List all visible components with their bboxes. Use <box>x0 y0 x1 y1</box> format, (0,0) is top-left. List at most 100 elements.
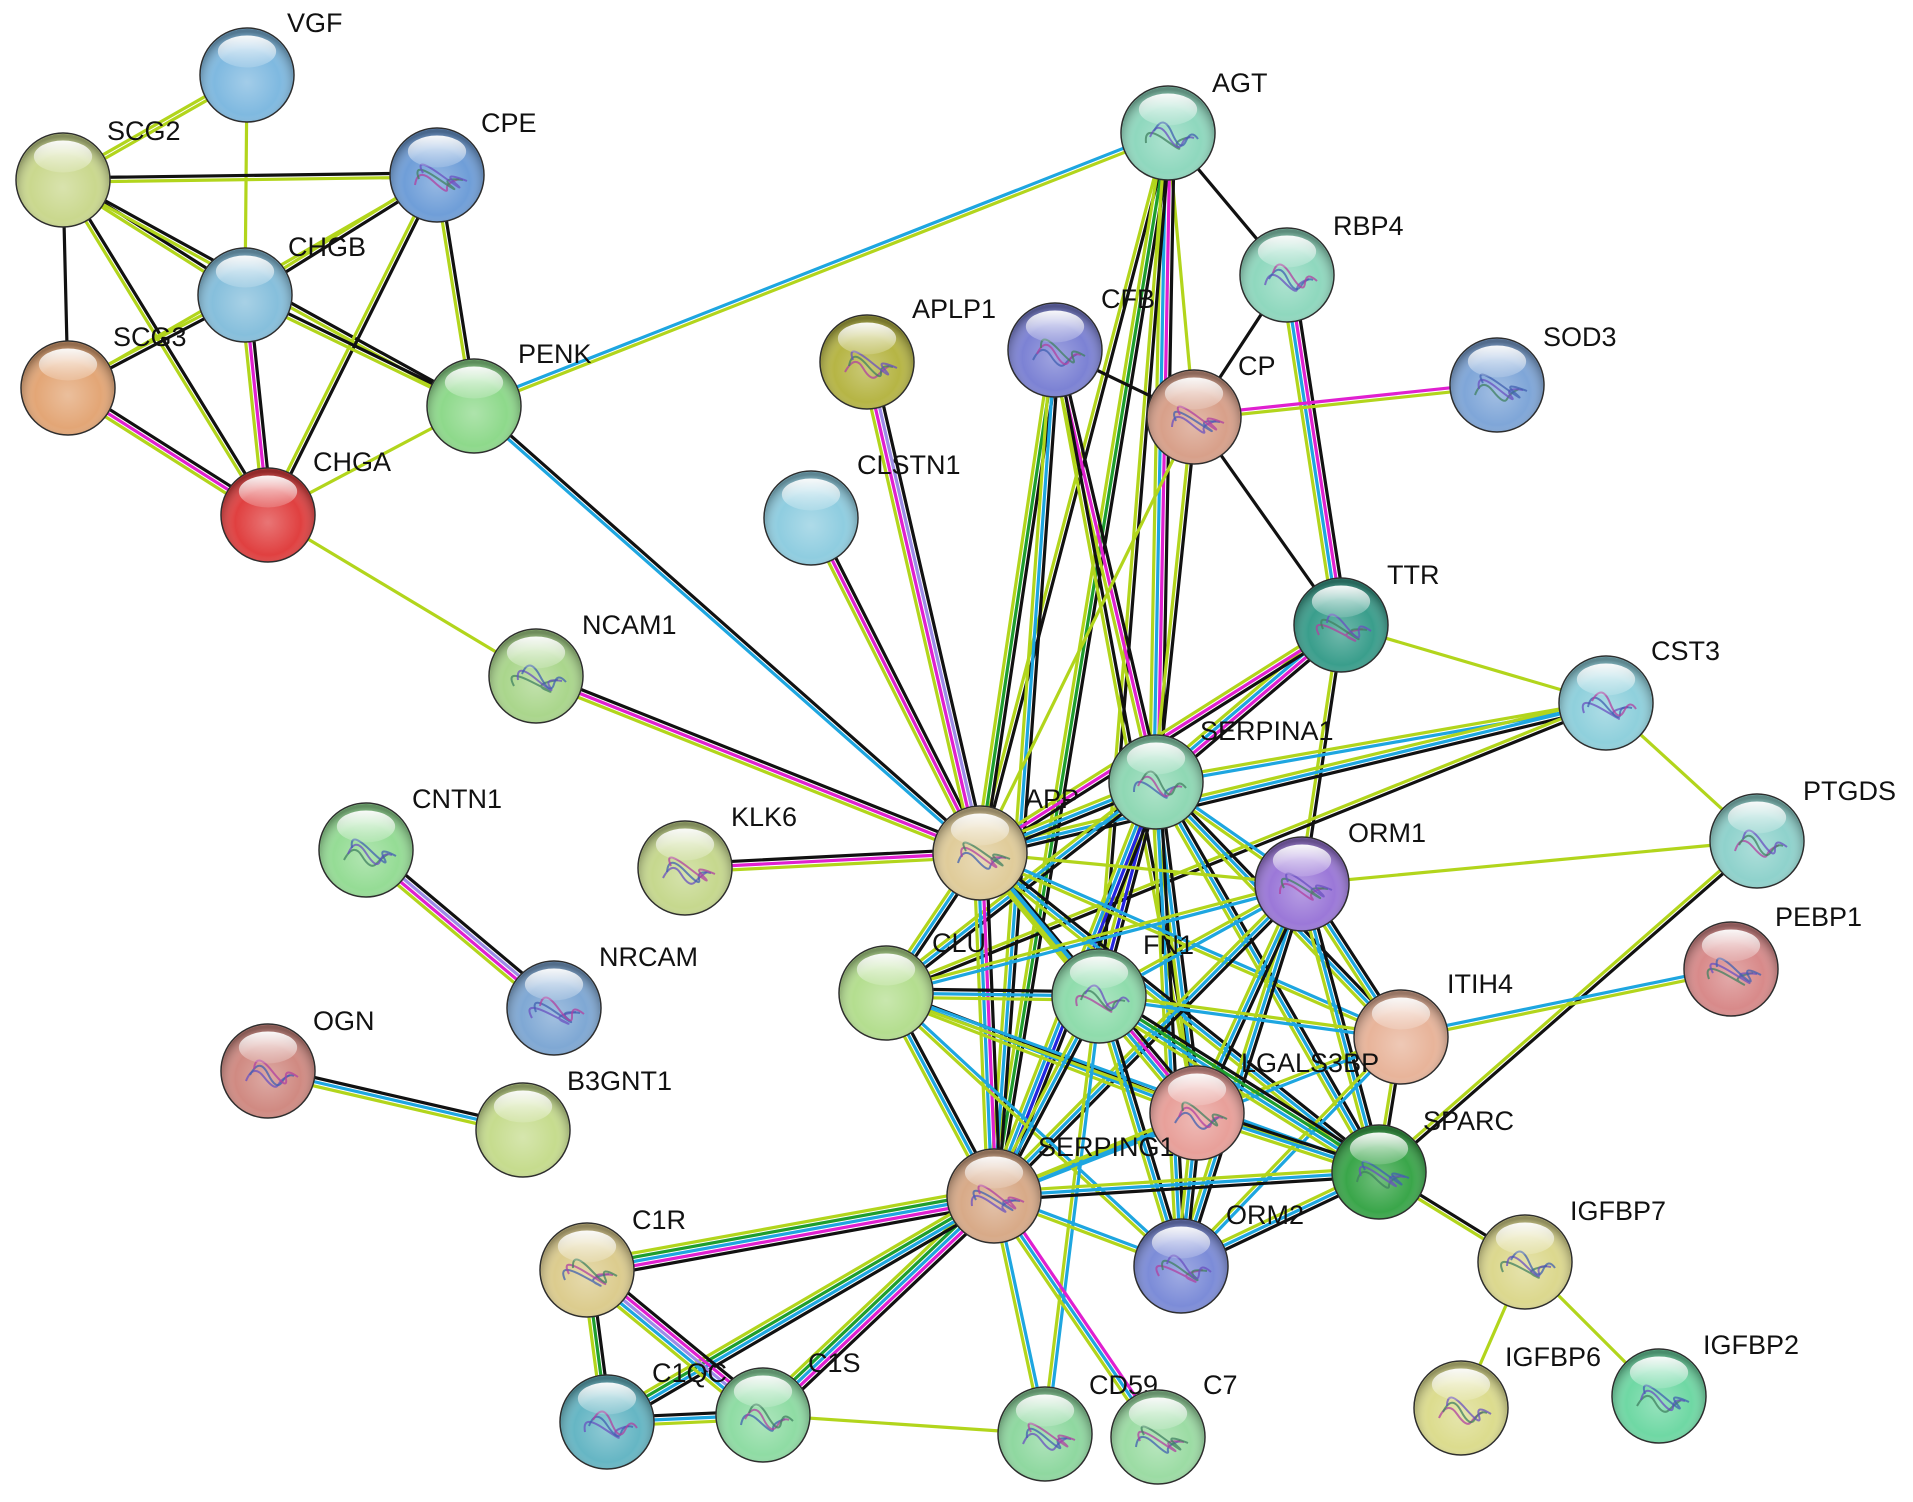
edge-penk-app <box>471 402 983 857</box>
node-ncam1[interactable]: NCAM1 <box>488 610 677 724</box>
edge-strand-yellow-green <box>883 880 1304 993</box>
node-cst3[interactable]: CST3 <box>1558 636 1720 751</box>
node-highlight <box>856 953 916 986</box>
node-highlight <box>781 478 841 511</box>
node-penk[interactable]: PENK <box>426 339 592 454</box>
edge-strand-black <box>473 402 983 854</box>
edge-fn1-cd59 <box>1041 994 1103 1436</box>
node-igfbp2[interactable]: IGFBP2 <box>1611 1330 1799 1444</box>
node-fn1[interactable]: FN1 <box>1051 930 1194 1044</box>
node-highlight <box>1138 93 1198 126</box>
node-clstn1[interactable]: CLSTN1 <box>763 450 961 566</box>
edge-cfb-app <box>974 347 1061 856</box>
node-highlight <box>1701 929 1761 962</box>
node-igfbp7[interactable]: IGFBP7 <box>1477 1196 1666 1310</box>
node-label: TTR <box>1387 560 1439 590</box>
edge-strand-yellow-green <box>1177 1033 1402 1267</box>
edge-ncam1-app <box>532 670 984 859</box>
node-serpina1[interactable]: SERPINA1 <box>1108 716 1334 830</box>
node-label: CST3 <box>1651 636 1720 666</box>
edge-strand-black <box>886 783 1161 998</box>
edge-strand-yellow-green <box>978 415 1196 855</box>
node-label: SCG2 <box>107 116 181 146</box>
node-chgb[interactable]: CHGB <box>197 232 366 343</box>
node-itih4[interactable]: ITIH4 <box>1353 969 1513 1085</box>
edge-strand-black <box>1158 778 1385 1172</box>
node-app[interactable]: APP <box>932 784 1079 901</box>
edge-ptgds-orm1 <box>1300 839 1759 886</box>
edge-scg2-chga <box>59 177 272 518</box>
node-orm2[interactable]: ORM2 <box>1133 1200 1304 1314</box>
node-c1qc[interactable]: C1QC <box>559 1358 727 1470</box>
edge-strand-magenta <box>534 674 982 855</box>
node-scg3[interactable]: SCG3 <box>20 322 187 436</box>
node-highlight <box>1629 1356 1689 1389</box>
node-highlight <box>38 348 98 381</box>
node-label: SERPING1 <box>1038 1132 1175 1162</box>
node-highlight <box>1015 1394 1075 1427</box>
node-chga[interactable]: CHGA <box>220 447 391 563</box>
node-klk6[interactable]: KLK6 <box>637 802 797 916</box>
edge-strand-yellow-green <box>1148 131 1164 784</box>
edge-klk6-app <box>683 847 982 874</box>
edge-strand-magenta <box>1156 131 1172 784</box>
edge-sparc-serping1 <box>992 1166 1381 1202</box>
edge-strand-yellow-green <box>859 361 976 857</box>
node-highlight <box>577 1382 637 1415</box>
node-lgals3bp[interactable]: LGALS3BP <box>1149 1048 1379 1161</box>
edge-strand-lavender <box>867 359 984 855</box>
node-sparc[interactable]: SPARC <box>1331 1106 1514 1220</box>
node-label: C1S <box>808 1348 861 1378</box>
edge-strand-magenta <box>863 360 980 856</box>
node-ttr[interactable]: TTR <box>1293 560 1439 673</box>
edge-strand-yellow-green <box>1192 385 1499 421</box>
node-label: IGFBP7 <box>1570 1196 1666 1226</box>
node-label: C1R <box>632 1205 686 1235</box>
node-serping1[interactable]: SERPING1 <box>946 1132 1175 1244</box>
node-label: CHGB <box>288 232 366 262</box>
node-highlight <box>407 135 467 168</box>
node-clu[interactable]: CLU <box>838 928 986 1041</box>
node-cd59[interactable]: CD59 <box>997 1370 1158 1482</box>
node-pebp1[interactable]: PEBP1 <box>1683 902 1862 1017</box>
node-aplp1[interactable]: APLP1 <box>819 294 996 410</box>
node-c7[interactable]: C7 <box>1110 1370 1238 1485</box>
node-c1s[interactable]: C1S <box>715 1348 861 1463</box>
node-igfbp6[interactable]: IGFBP6 <box>1413 1342 1601 1456</box>
edge-strand-cyan <box>1045 994 1103 1436</box>
node-label: SCG3 <box>113 322 187 352</box>
edge-cp-sod3 <box>1192 381 1499 421</box>
edge-strand-yellow-green <box>583 1186 995 1264</box>
node-nrcam[interactable]: NRCAM <box>506 942 698 1056</box>
edge-strand-green <box>758 1191 993 1414</box>
node-rbp4[interactable]: RBP4 <box>1239 211 1404 323</box>
node-agt[interactable]: AGT <box>1120 68 1268 181</box>
node-highlight <box>1431 1368 1491 1401</box>
node-c1r[interactable]: C1R <box>539 1205 686 1318</box>
node-cfb[interactable]: CFB <box>1007 284 1155 398</box>
edge-strand-yellow-green <box>473 133 1171 410</box>
edge-strand-magenta <box>1287 273 1345 627</box>
edge-strand-yellow-green <box>978 851 1304 886</box>
node-scg2[interactable]: SCG2 <box>15 116 181 228</box>
node-cpe[interactable]: CPE <box>389 108 537 223</box>
node-vgf[interactable]: VGF <box>199 8 343 123</box>
edge-scg2-cpe <box>61 171 439 184</box>
edge-strand-black <box>1291 272 1349 626</box>
edge-strand-yellow-green <box>532 678 981 859</box>
node-ptgds[interactable]: PTGDS <box>1709 776 1896 889</box>
node-cntn1[interactable]: CNTN1 <box>318 784 502 898</box>
edge-strand-cyan <box>992 1170 1381 1198</box>
node-highlight <box>238 475 298 508</box>
edge-penk-agt <box>471 129 1171 410</box>
node-b3gnt1[interactable]: B3GNT1 <box>475 1066 672 1178</box>
edge-strand-black <box>1100 989 1384 1169</box>
node-label: KLK6 <box>731 802 797 832</box>
edge-strand-black <box>1156 415 1198 784</box>
node-highlight <box>950 813 1010 846</box>
node-cp[interactable]: CP <box>1146 351 1276 465</box>
node-ogn[interactable]: OGN <box>220 1006 375 1119</box>
edge-strand-black <box>885 703 1609 997</box>
node-orm1[interactable]: ORM1 <box>1254 818 1426 932</box>
node-sod3[interactable]: SOD3 <box>1449 322 1617 433</box>
